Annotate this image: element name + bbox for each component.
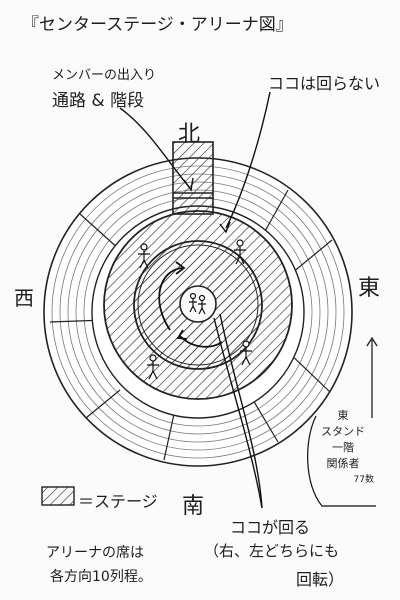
member-aisle-note-line2: 通路 & 階段: [52, 91, 145, 111]
east-stand-line: スタンド: [321, 425, 365, 438]
page-title: 『センターステージ・アリーナ図』: [22, 15, 293, 35]
annotation-pointers: [119, 91, 271, 509]
direction-north: 北: [178, 122, 201, 147]
arena-rows-note: アリーナの席は: [46, 545, 144, 561]
member-aisle-note: メンバーの出入り: [52, 68, 157, 83]
arena-rows-note-line2: 各方向10列程。: [50, 569, 152, 585]
east-stand-line: 東: [337, 409, 349, 422]
rotating-stage-detail-line2: 回転）: [296, 570, 345, 589]
direction-south: 南: [182, 494, 205, 519]
rotating-stage-note: ココが回る: [230, 518, 311, 537]
east-stand-line: 関係者: [326, 457, 360, 470]
legend-label: ＝ステージ: [78, 492, 158, 511]
direction-east: 東: [358, 276, 381, 301]
rotating-stage-detail: （右、左どちらにも: [204, 542, 340, 560]
performer-figure-icon: [138, 239, 252, 380]
east-stand-note: 東 スタンド 一階 関係者 77数: [312, 408, 374, 488]
east-stand-box: [307, 415, 376, 507]
east-stand-line: 一階: [332, 441, 354, 454]
direction-west: 西: [14, 286, 34, 310]
rotation-arrow-icon: [158, 267, 183, 331]
legend-swatch: [41, 486, 75, 506]
block-dividers: [49, 189, 333, 461]
fixed-stage-note: ココは回らない: [268, 74, 381, 93]
east-stand-line: 77数: [353, 475, 374, 485]
